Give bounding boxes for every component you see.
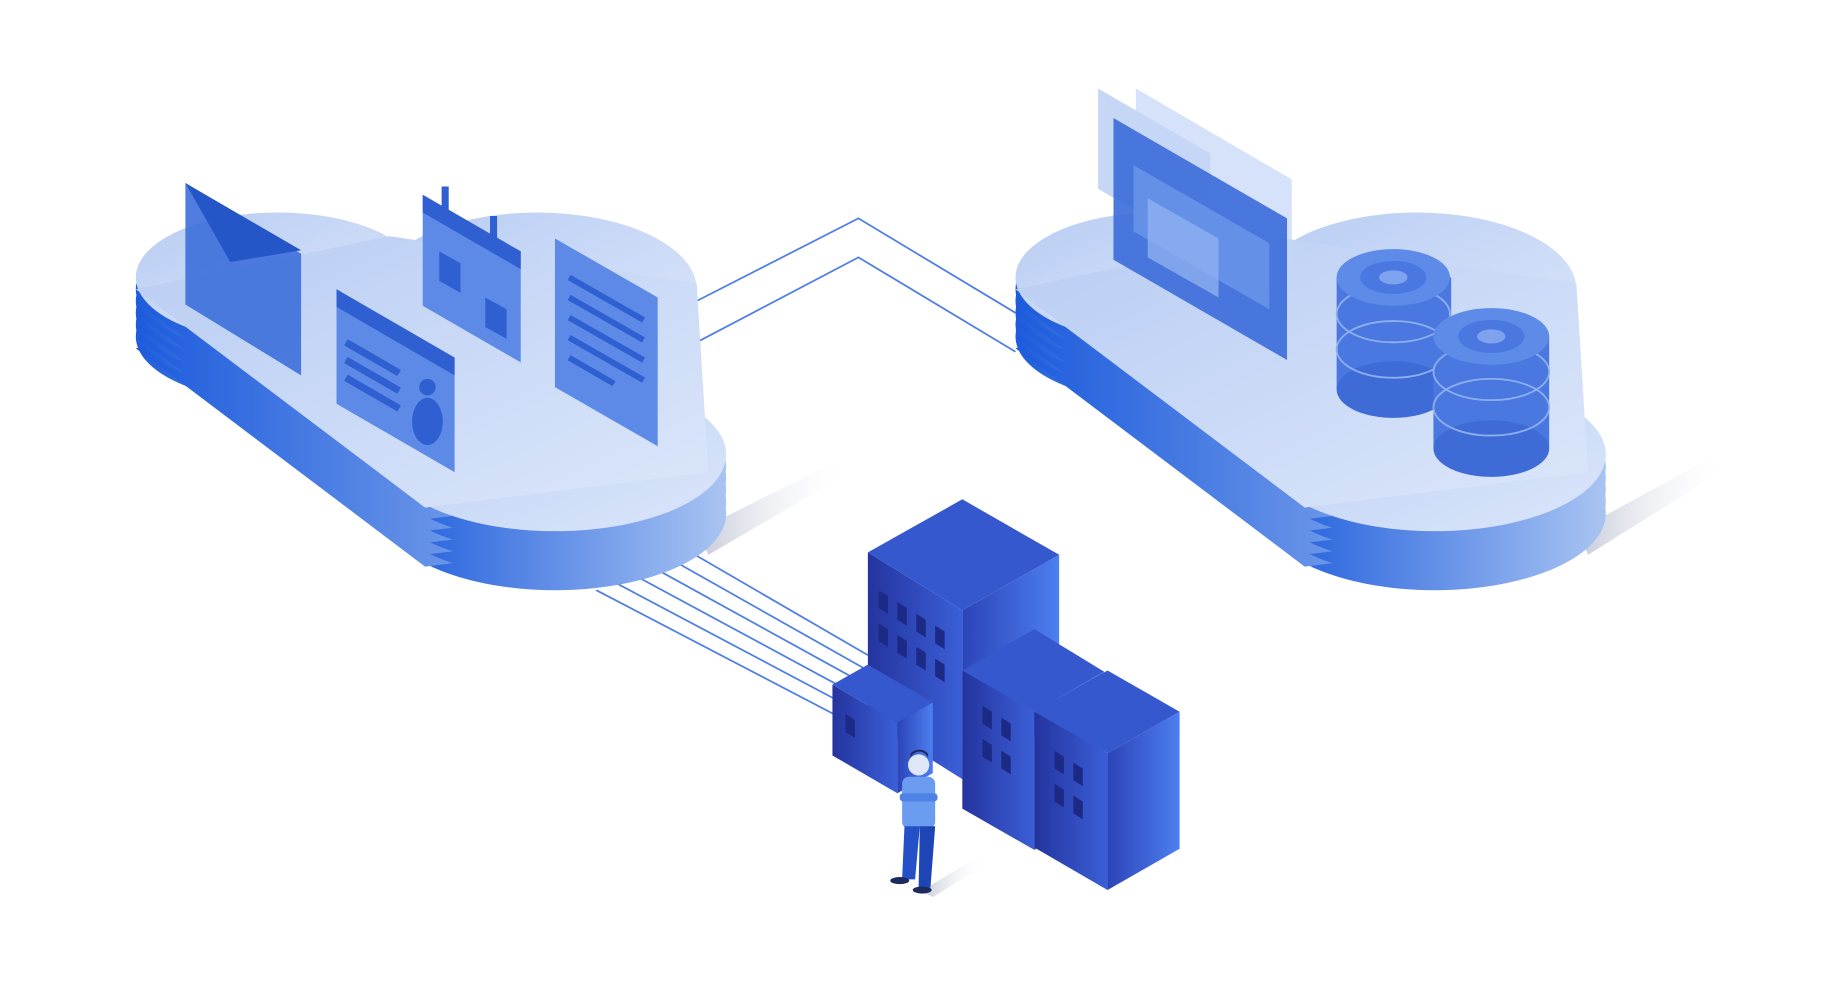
document-icon [554, 238, 658, 447]
cloud-shadow [696, 466, 851, 555]
database-icon [1335, 249, 1551, 477]
right-cloud [1015, 212, 1730, 591]
profile-card-icon [336, 289, 455, 473]
cloud-shadow [1576, 460, 1730, 555]
left-cloud [135, 182, 851, 591]
browser-windows-icon [1098, 88, 1292, 361]
office-buildings [832, 499, 1180, 891]
person-figure [890, 749, 986, 898]
connector-lines [595, 217, 1016, 733]
envelope-icon [185, 182, 302, 376]
front-building [1034, 670, 1180, 891]
calendar-icon [422, 186, 521, 363]
